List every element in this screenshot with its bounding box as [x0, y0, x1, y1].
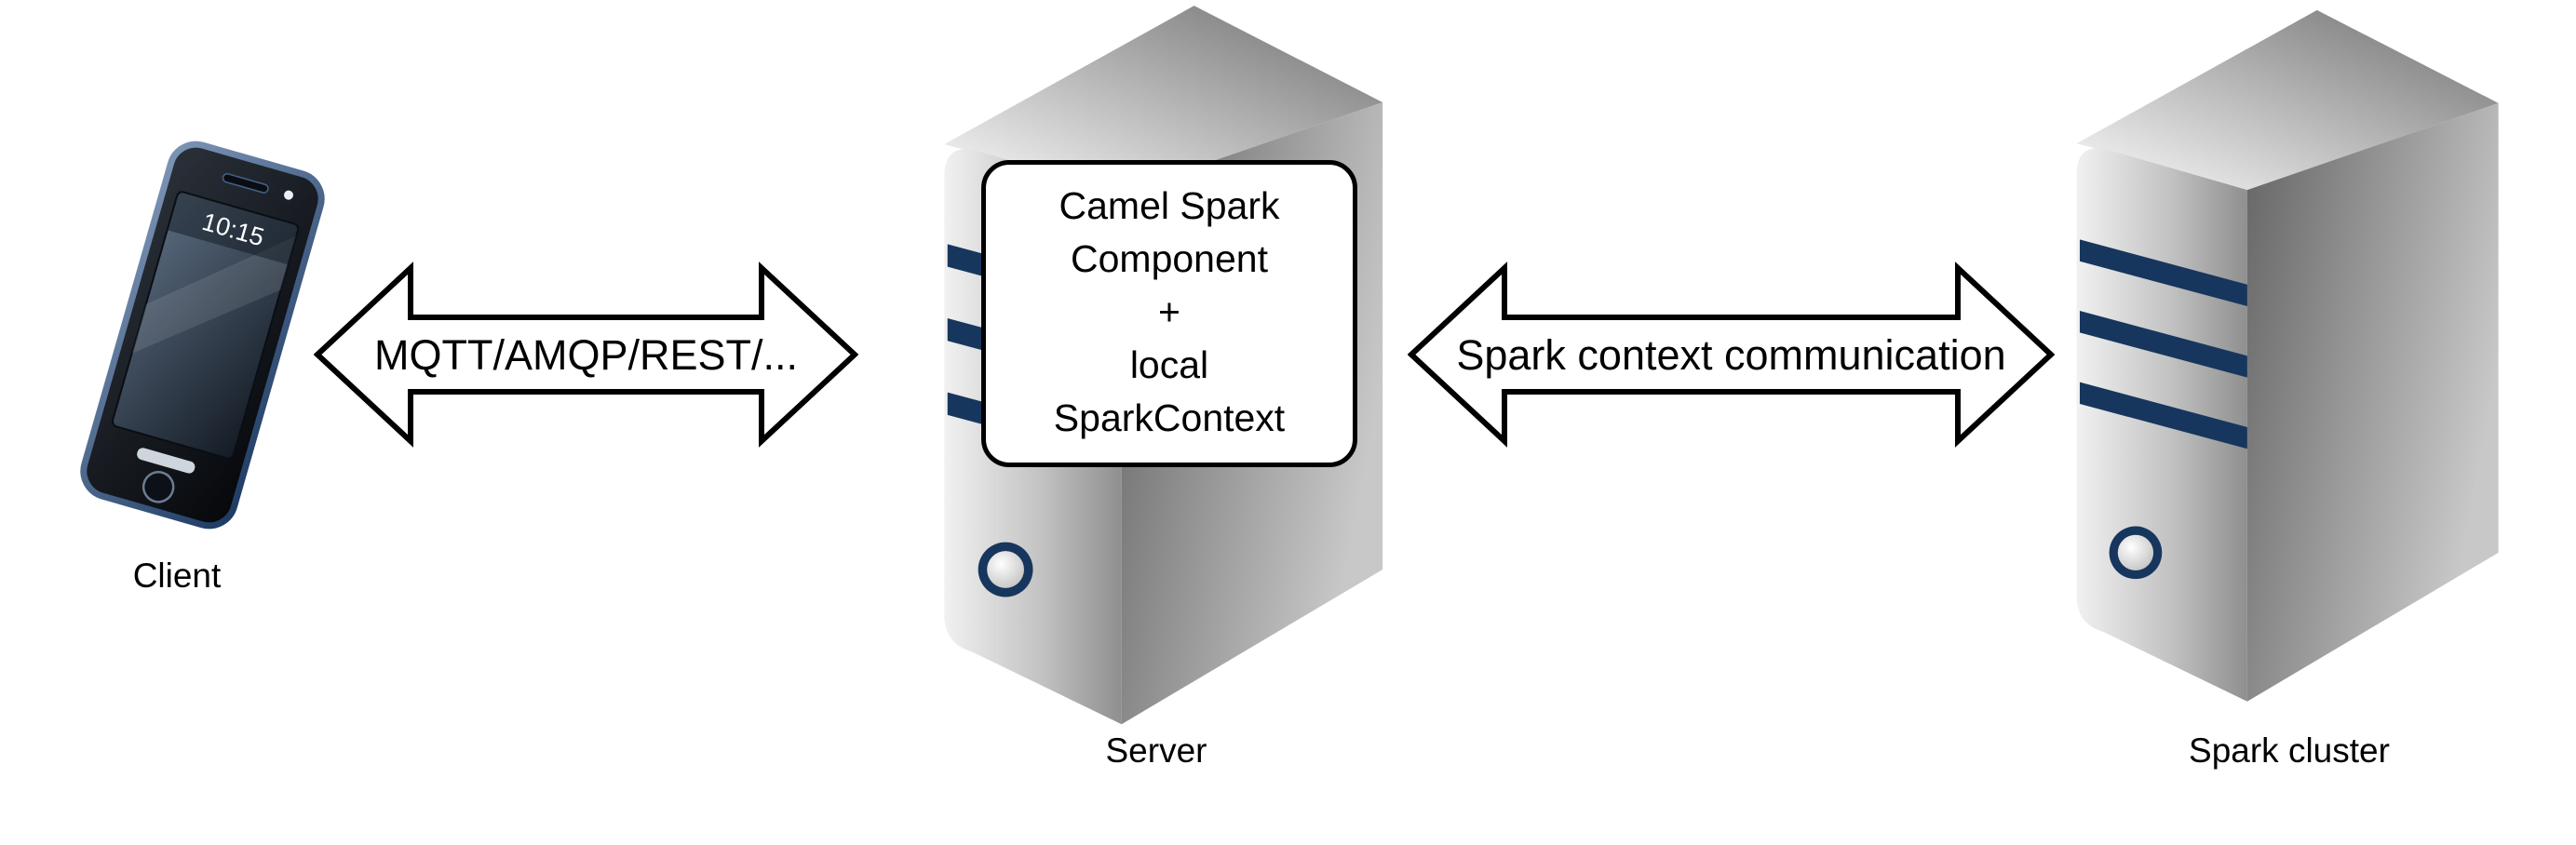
- camera-dot: [284, 190, 294, 200]
- client-server-arrow: MQTT/AMQP/REST/...: [314, 261, 858, 449]
- protocol-arrow-label: MQTT/AMQP/REST/...: [373, 330, 798, 379]
- arrow-shape: [1408, 262, 2055, 448]
- earpiece-slot: [222, 173, 269, 194]
- phone-screen: [111, 191, 300, 460]
- spark-cluster-label: Spark cluster: [2189, 731, 2390, 770]
- server-side-face: [2246, 102, 2499, 702]
- power-button: [987, 551, 1024, 588]
- box-line: Camel Spark: [1059, 184, 1280, 227]
- box-line: Component: [1071, 237, 1268, 280]
- double-arrow-icon: [314, 262, 858, 448]
- client-label: Client: [132, 557, 222, 595]
- power-button: [2117, 534, 2154, 571]
- box-line: local: [1129, 343, 1209, 386]
- box-line: SparkContext: [1053, 396, 1286, 439]
- server-label: Server: [1105, 731, 1207, 770]
- client-phone: 10:15: [73, 134, 331, 537]
- speaker-slot: [137, 448, 196, 474]
- server-top-face: [2076, 9, 2499, 191]
- home-button: [142, 471, 175, 503]
- box-line: +: [1158, 290, 1180, 333]
- server-icon: [2076, 9, 2499, 702]
- smartphone-icon: 10:15: [80, 141, 325, 530]
- arrow-shape: [314, 262, 858, 448]
- server-stripe: [2079, 382, 2247, 449]
- screen-gloss: [131, 235, 297, 354]
- server-stripe: [2079, 239, 2247, 307]
- spark-cluster-graphic: [2061, 5, 2511, 715]
- server-cluster-arrow: Spark context communication: [1408, 261, 2055, 449]
- server-stripe: [2079, 311, 2247, 378]
- double-arrow-icon: [1408, 262, 2055, 448]
- status-bar: [167, 190, 300, 265]
- camel-spark-box: Camel Spark Component + local SparkConte…: [981, 160, 1357, 467]
- server-top-face: [944, 6, 1383, 193]
- spark-context-arrow-label: Spark context communication: [1456, 330, 2006, 379]
